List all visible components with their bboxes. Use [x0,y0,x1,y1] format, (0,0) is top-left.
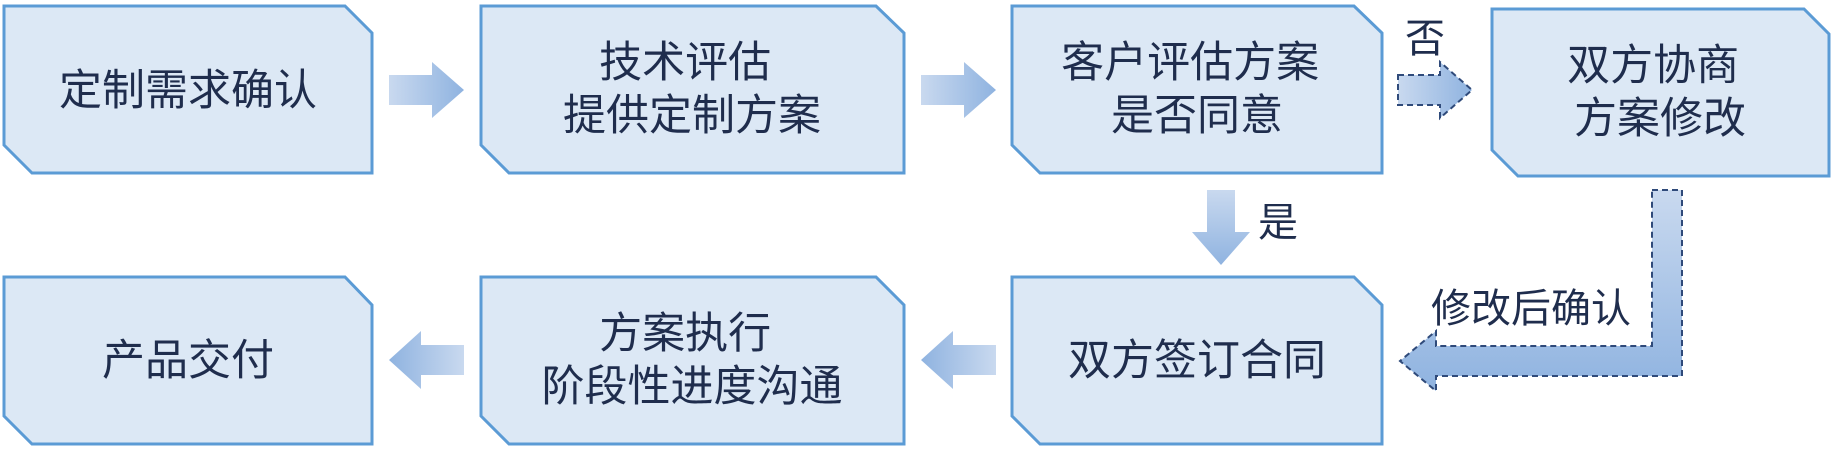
node-negotiation-line-1: 双方协商 [1567,41,1739,91]
node-customer-evaluation-shape [1010,4,1384,175]
node-requirement-confirm-shape [2,4,374,175]
arrow-down-evaluation-to-contract [1192,190,1250,265]
node-product-delivery-shape [2,275,374,446]
node-product-delivery: 产品交付 [2,275,374,446]
node-requirement-confirm: 定制需求确认 [2,4,374,175]
edge-label-no: 否 [1405,16,1445,62]
node-contract-signing: 双方签订合同 [1010,275,1384,446]
node-negotiation-label: 双方协商 方案修改 [1567,41,1753,144]
node-execution-line-2: 阶段性进度沟通 [542,362,843,412]
node-product-delivery-line-1: 产品交付 [102,336,274,386]
node-technical-evaluation-label: 技术评估 提供定制方案 [563,38,821,141]
node-requirement-confirm-line-1: 定制需求确认 [59,66,317,116]
node-customer-evaluation: 客户评估方案 是否同意 [1010,4,1384,175]
node-technical-evaluation-shape [479,4,906,175]
node-customer-evaluation-line-2: 是否同意 [1111,91,1283,141]
node-execution-label: 方案执行 阶段性进度沟通 [542,309,843,412]
edge-label-yes: 是 [1258,200,1298,246]
node-contract-signing-line-1: 双方签订合同 [1068,336,1326,386]
node-customer-evaluation-label: 客户评估方案 是否同意 [1061,38,1333,141]
node-requirement-confirm-label: 定制需求确认 [59,66,317,116]
node-execution: 方案执行 阶段性进度沟通 [479,275,906,446]
node-customer-evaluation-line-1: 客户评估方案 [1061,38,1319,88]
node-execution-line-1: 方案执行 [599,309,771,359]
arrow-right-evaluation-to-negotiation-dashed [1397,59,1474,121]
node-technical-evaluation: 技术评估 提供定制方案 [479,4,906,175]
node-technical-evaluation-line-2: 提供定制方案 [563,91,821,141]
node-product-delivery-label: 产品交付 [102,336,274,386]
arrow-left-contract-to-execution [921,331,996,389]
node-negotiation-shape [1490,7,1831,178]
arrow-right-requirement-to-technical [389,62,464,118]
arrow-right-technical-to-evaluation [921,62,996,118]
edge-label-revise-confirm: 修改后确认 [1431,286,1631,332]
node-negotiation-line-2: 方案修改 [1574,94,1746,144]
arrow-left-execution-to-delivery [389,331,464,389]
node-technical-evaluation-line-1: 技术评估 [599,38,771,88]
node-contract-signing-shape [1010,275,1384,446]
arrow-elbow-negotiation-to-contract-dashed [1398,189,1683,394]
node-execution-shape [479,275,906,446]
node-negotiation: 双方协商 方案修改 [1490,7,1831,178]
node-contract-signing-label: 双方签订合同 [1068,336,1326,386]
